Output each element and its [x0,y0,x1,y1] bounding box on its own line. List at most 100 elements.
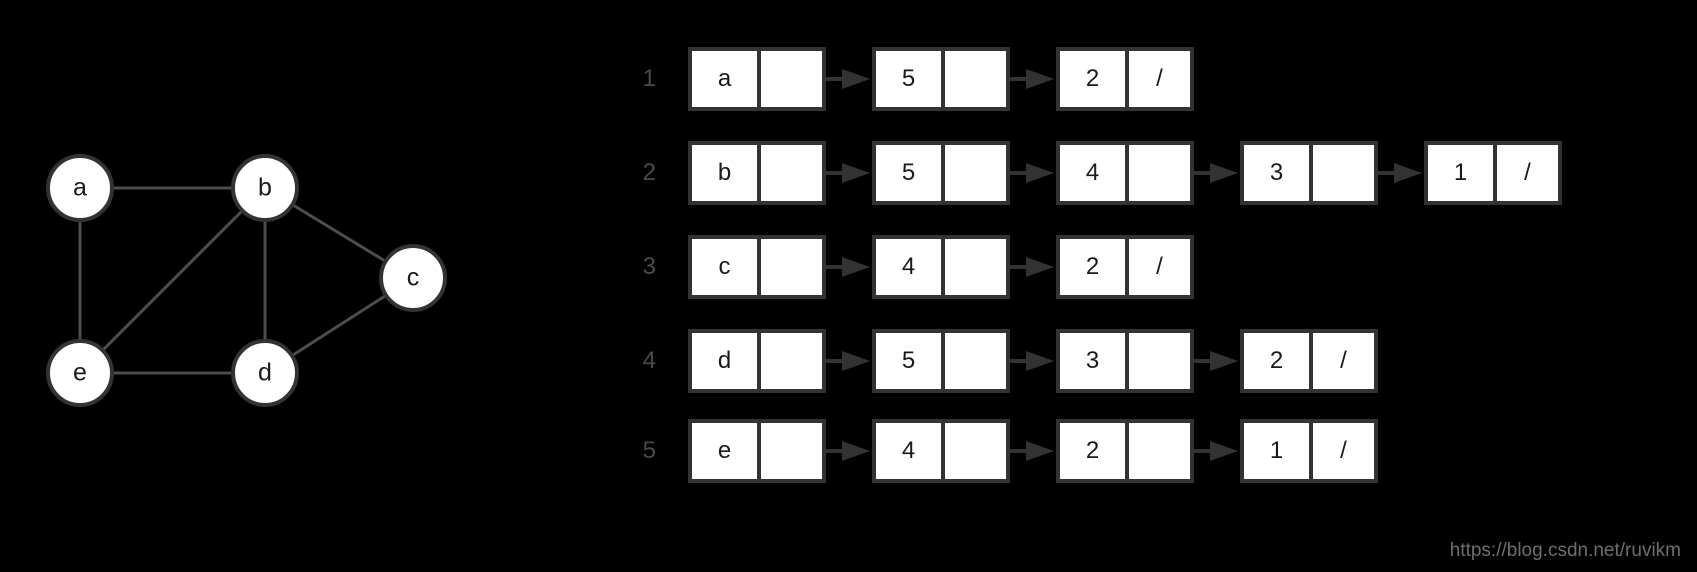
graph-node-circle-b [231,154,299,222]
list-node[interactable]: 1/ [1424,141,1562,205]
adjacency-list-row: 5 e 4 2 1/ [600,419,1378,483]
graph-edge-group [78,186,388,375]
graph-canvas: a b c d e [46,154,447,407]
list-node-value: 2 [1244,333,1309,389]
list-node-next [1125,333,1190,389]
graph-node-d[interactable]: d [231,339,299,407]
list-node-next [1125,145,1190,201]
list-node[interactable]: 2 [1056,419,1194,483]
graph-node-b[interactable]: b [231,154,299,222]
list-node[interactable]: c [688,235,826,299]
list-node[interactable]: 3 [1056,329,1194,393]
list-node-next [941,423,1006,479]
list-arrow-icon [1010,141,1056,205]
list-node-next [941,333,1006,389]
graph-node-a[interactable]: a [46,154,114,222]
list-node-value: 5 [876,145,941,201]
row-index-label: 1 [642,65,656,92]
list-node-next [1125,423,1190,479]
list-node-next [1309,145,1374,201]
list-node-next: / [1125,239,1190,295]
list-arrow-icon [826,141,872,205]
list-node-value: 3 [1060,333,1125,389]
graph-edge-b-c [290,202,388,264]
graph-node-e[interactable]: e [46,339,114,407]
list-node-value: 3 [1244,145,1309,201]
row-index-label: 5 [642,437,656,464]
list-node[interactable]: 2/ [1240,329,1378,393]
graph-node-group: a b c d e [46,154,447,407]
list-node-value: 4 [876,239,941,295]
list-arrow-icon [1010,47,1056,111]
list-arrow-icon [826,47,872,111]
list-node[interactable]: d [688,329,826,393]
list-node-value: 5 [876,51,941,107]
list-arrow-icon [1010,419,1056,483]
list-node-next: / [1309,423,1374,479]
list-node[interactable]: e [688,419,826,483]
list-arrow-icon [826,329,872,393]
list-node[interactable]: 2/ [1056,47,1194,111]
list-node[interactable]: 3 [1240,141,1378,205]
graph-panel: a b c d e [0,0,600,572]
list-node-value: 2 [1060,423,1125,479]
list-node-next [757,239,822,295]
list-node[interactable]: 5 [872,329,1010,393]
row-index-label: 2 [642,159,656,186]
list-node-next: / [1309,333,1374,389]
row-index-label: 4 [642,347,656,374]
list-arrow-icon [1194,141,1240,205]
list-arrow-icon [1010,235,1056,299]
list-node-value: 5 [876,333,941,389]
list-node-value: 1 [1244,423,1309,479]
list-node-next [757,423,822,479]
graph-edge-b-e [100,208,245,353]
row-index-label: 3 [642,253,656,280]
graph-node-circle-a [46,154,114,222]
graph-edge-d-c [290,293,388,358]
graph-node-circle-d [231,339,299,407]
list-node[interactable]: 4 [1056,141,1194,205]
list-node-next [941,145,1006,201]
list-node-value: c [692,239,757,295]
list-arrow-icon [826,235,872,299]
graph-node-label-d: d [258,359,272,387]
graph-node-label-a: a [73,174,87,202]
list-node-next [757,51,822,107]
graph-node-circle-c [379,244,447,312]
list-node-next [757,145,822,201]
list-arrow-icon [826,419,872,483]
list-arrow-icon [1378,141,1424,205]
list-node[interactable]: b [688,141,826,205]
list-node-value: 2 [1060,51,1125,107]
list-node-next [941,51,1006,107]
list-node-value: b [692,145,757,201]
adjacency-list-row: 3 c 4 2/ [600,235,1194,299]
adjacency-list-row: 2 b 5 4 3 1/ [600,141,1562,205]
list-node-value: a [692,51,757,107]
list-node-next: / [1125,51,1190,107]
list-node-value: d [692,333,757,389]
list-node-value: 4 [876,423,941,479]
list-node[interactable]: 2/ [1056,235,1194,299]
graph-node-label-b: b [258,174,272,202]
list-node-next [941,239,1006,295]
list-node[interactable]: 5 [872,47,1010,111]
adjacency-list-row: 4 d 5 3 2/ [600,329,1378,393]
graph-node-c[interactable]: c [379,244,447,312]
list-node-value: 4 [1060,145,1125,201]
list-node-next [757,333,822,389]
list-arrow-icon [1194,329,1240,393]
list-node-next: / [1493,145,1558,201]
graph-node-circle-e [46,339,114,407]
list-node-value: e [692,423,757,479]
list-node[interactable]: 4 [872,235,1010,299]
list-arrow-icon [1010,329,1056,393]
list-node[interactable]: 4 [872,419,1010,483]
list-node[interactable]: 1/ [1240,419,1378,483]
list-node[interactable]: 5 [872,141,1010,205]
graph-node-label-c: c [407,264,420,292]
list-arrow-icon [1194,419,1240,483]
list-node[interactable]: a [688,47,826,111]
